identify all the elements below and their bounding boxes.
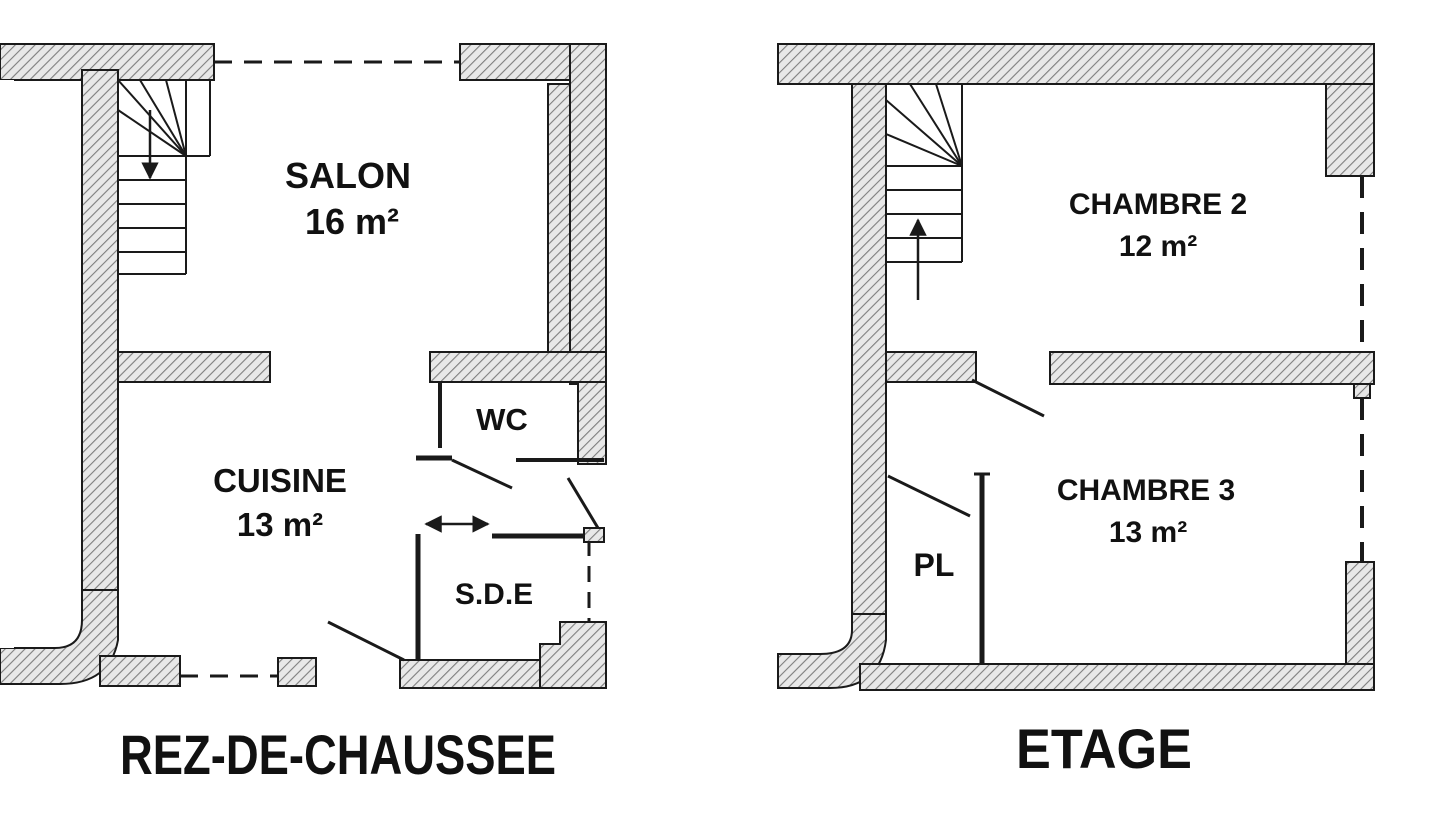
upper-floor-title: ETAGE xyxy=(1016,717,1192,780)
upper-staircase xyxy=(885,83,963,300)
cuisine-name: CUISINE xyxy=(213,462,347,499)
chambre3-name: CHAMBRE 3 xyxy=(1057,474,1235,507)
salon-area: 16 m² xyxy=(305,201,399,242)
pl-name: PL xyxy=(914,547,955,583)
upper-floor-lines xyxy=(885,83,1364,664)
ground-floor-plan: SALON 16 m² CUISINE 13 m² WC S.D.E REZ-D… xyxy=(0,43,607,786)
wc-name: WC xyxy=(476,402,528,437)
salon-name: SALON xyxy=(285,155,411,196)
chambre2-area: 12 m² xyxy=(1119,230,1197,263)
upper-floor-plan: CHAMBRE 2 12 m² CHAMBRE 3 13 m² PL ETAGE xyxy=(777,43,1375,780)
ground-floor-lines xyxy=(117,60,605,678)
upper-floor-walls xyxy=(777,43,1375,691)
cuisine-area: 13 m² xyxy=(237,506,323,543)
sde-name: S.D.E xyxy=(455,578,533,611)
chambre3-area: 13 m² xyxy=(1109,516,1187,549)
ground-floor-title: REZ-DE-CHAUSSEE xyxy=(120,723,556,786)
chambre2-name: CHAMBRE 2 xyxy=(1069,188,1247,221)
ground-staircase xyxy=(117,79,211,275)
ground-floor-walls xyxy=(0,43,607,689)
